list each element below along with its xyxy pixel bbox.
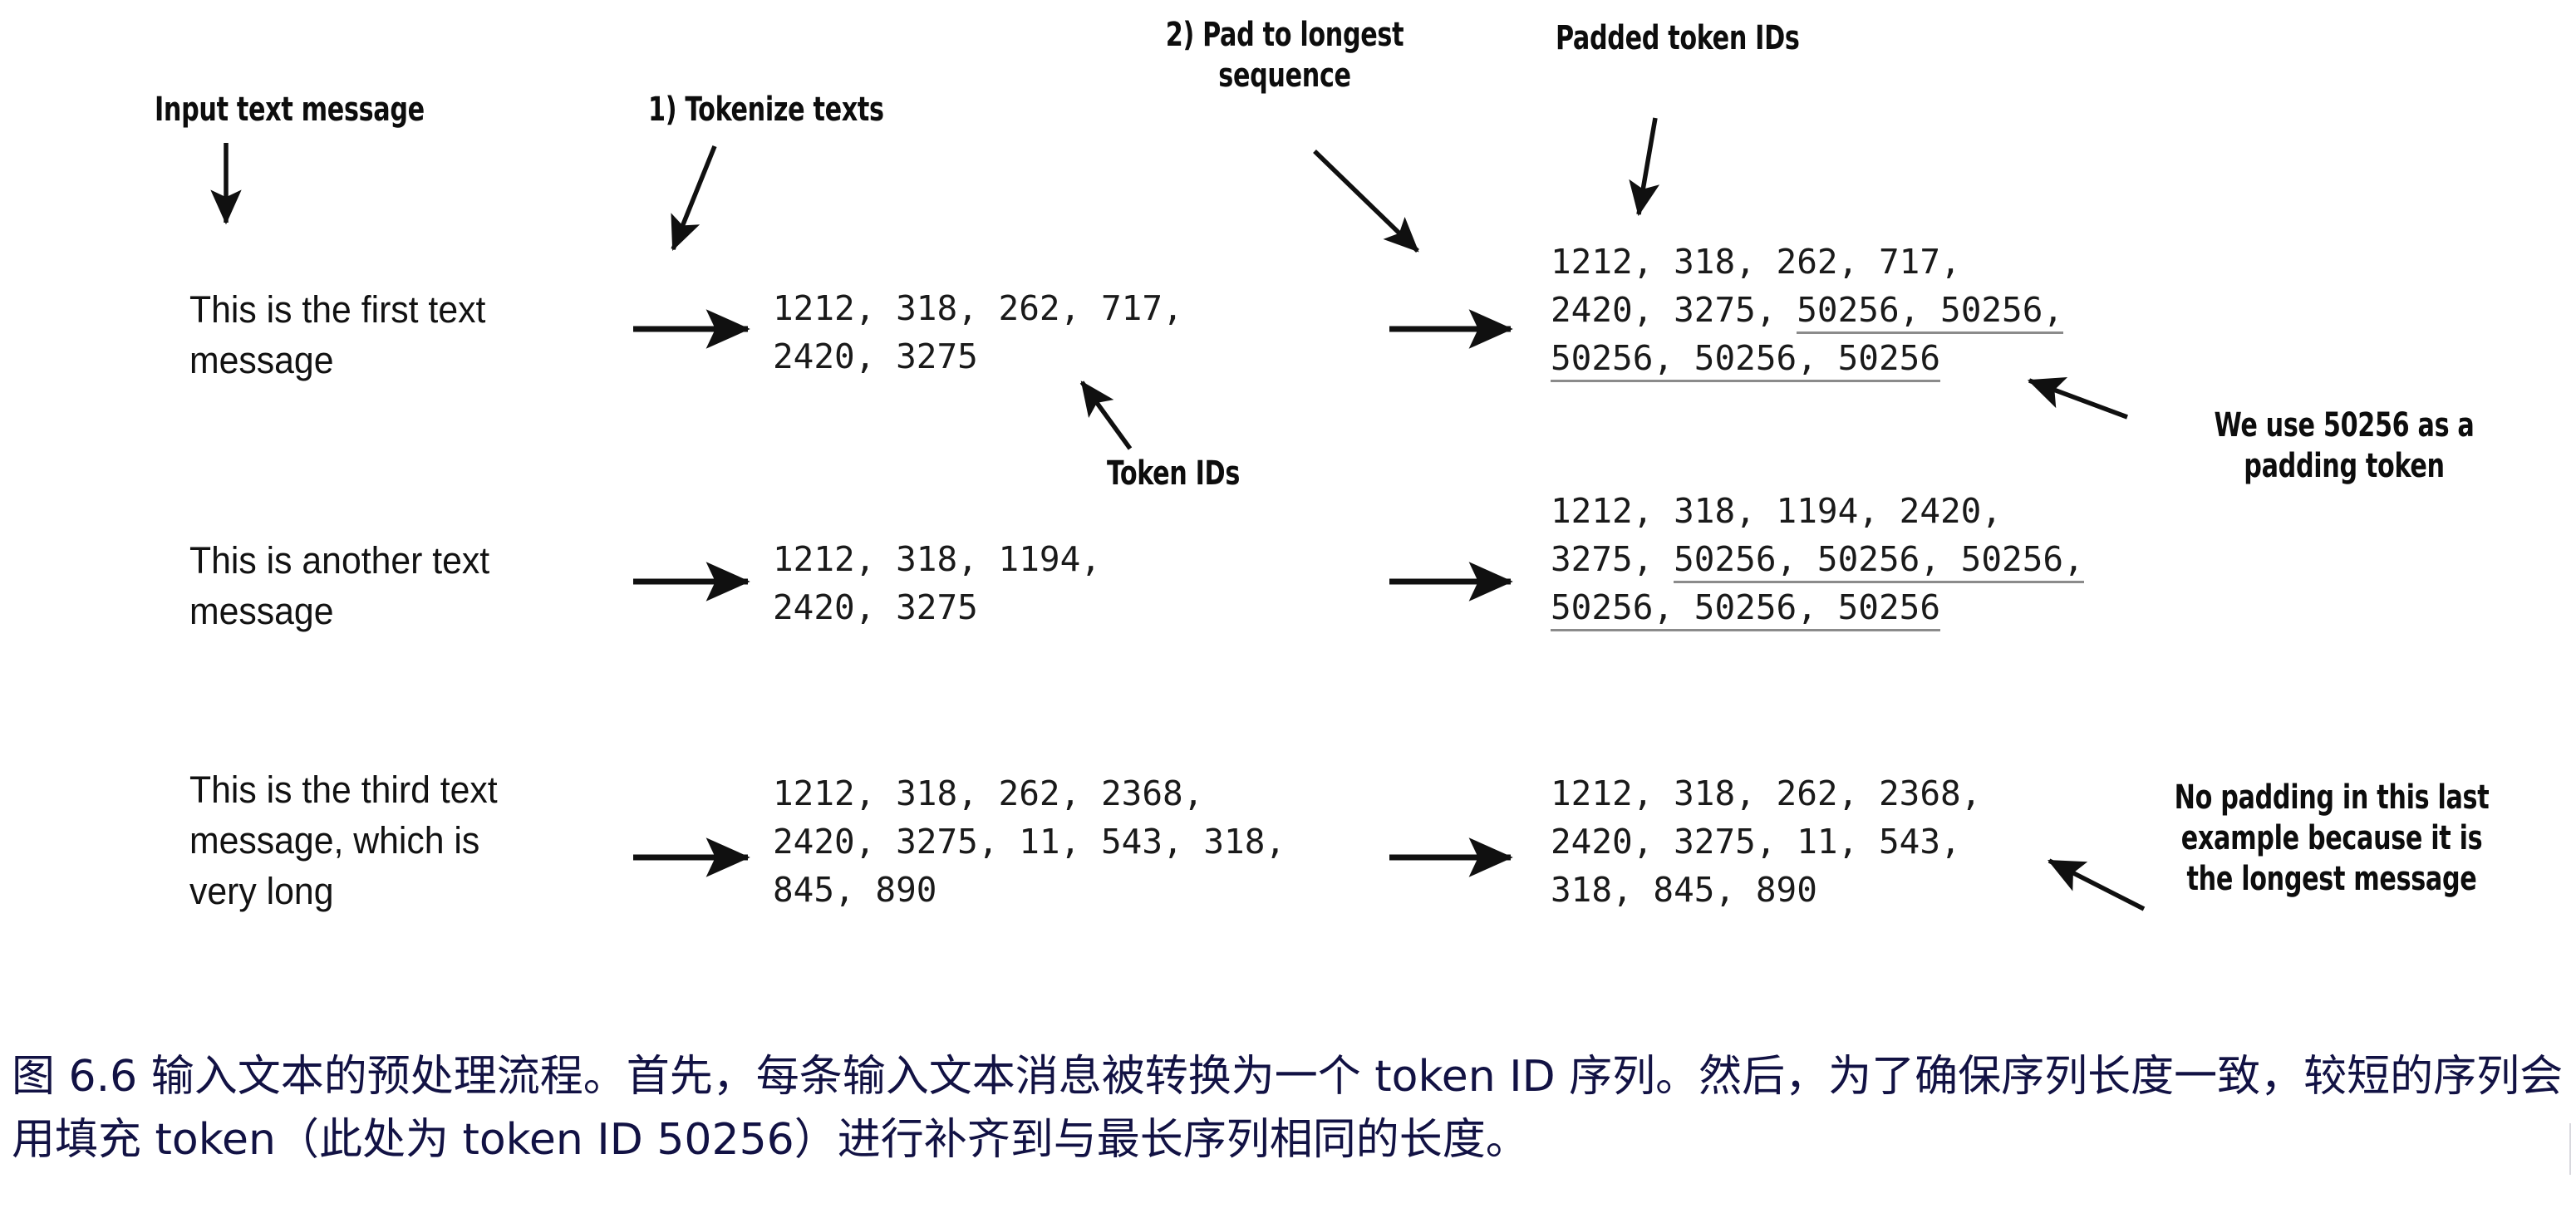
token-span: 3275, — [1551, 539, 1674, 580]
token-id-line: 1212, 318, 1194, 2420, — [1551, 487, 2084, 535]
token-span: 318, 845, 890 — [1551, 870, 1817, 911]
token-id-line: 1212, 318, 1194, — [773, 535, 1101, 583]
token-id-line: 2420, 3275, 50256, 50256, — [1551, 286, 2064, 335]
page-edge-artifact — [2569, 1123, 2571, 1175]
input-message-row3: This is the third text message, which is… — [189, 769, 498, 913]
token-span: 1212, 318, 262, 717, — [1551, 242, 1961, 282]
token-id-line: 2420, 3275, 11, 543, — [1551, 818, 1981, 866]
header-pad-to-longest-sequence: 2) Pad to longest sequence — [1165, 16, 1404, 95]
padded-token-ids-row2: 1212, 318, 1194, 2420,3275, 50256, 50256… — [1551, 487, 2084, 632]
token-id-line: 1212, 318, 262, 717, — [1551, 238, 2063, 286]
header-input-text-message: Input text message — [155, 91, 425, 129]
token-id-line: 1212, 318, 262, 717, — [773, 284, 1183, 332]
token-span: 1212, 318, 1194, 2420, — [1551, 491, 2003, 531]
padding-token-span: 50256, 50256, 50256, — [1674, 539, 2084, 584]
input-message-row1: This is the first text message — [189, 288, 486, 382]
token-id-line: 2420, 3275 — [773, 583, 1101, 631]
padded-token-ids-row1: 1212, 318, 262, 717,2420, 3275, 50256, 5… — [1551, 238, 2064, 383]
token-id-line: 1212, 318, 262, 2368, — [1551, 769, 1981, 818]
token-span: 2420, 3275 — [773, 587, 978, 628]
padded-token-ids-row3: 1212, 318, 262, 2368, 2420, 3275, 11, 543… — [1551, 769, 1981, 915]
token-id-line: 50256, 50256, 50256 — [1551, 334, 2063, 383]
padding-token-span: 50256, 50256, — [1797, 290, 2064, 335]
token-span: 2420, 3275, — [1551, 290, 1797, 331]
header-padded-token-ids: Padded token IDs — [1556, 19, 1800, 57]
padding-token-span: 50256, 50256, 50256 — [1551, 338, 1940, 383]
token-id-line: 318, 845, 890 — [1551, 866, 1981, 914]
token-span: 1212, 318, 262, 2368, — [773, 773, 1204, 813]
token-id-line: 845, 890 — [773, 866, 1286, 914]
token-id-line: 2420, 3275, 11, 543, 318, — [773, 818, 1286, 866]
token-span: 845, 890 — [773, 870, 937, 911]
padding-token-span: 50256, 50256, 50256 — [1551, 587, 1940, 632]
token-span: 1212, 318, 262, 2368, — [1551, 773, 1982, 813]
callout-arrow-token-ids — [1079, 381, 1133, 450]
token-ids-row3: 1212, 318, 262, 2368, 2420, 3275, 11, 543… — [773, 769, 1286, 915]
token-span: 2420, 3275, 11, 543, — [1551, 822, 1961, 862]
callout-arrow-padding-note — [2027, 377, 2128, 420]
token-span: 1212, 318, 262, 717, — [773, 288, 1183, 328]
token-ids-row2: 1212, 318, 1194, 2420, 3275 — [773, 535, 1101, 631]
token-id-line: 1212, 318, 262, 2368, — [773, 769, 1286, 818]
header-token-ids: Token IDs — [1107, 454, 1240, 493]
annotation-padding-note: We use 50256 as a padding token — [2214, 406, 2475, 485]
token-span: 2420, 3275 — [773, 336, 978, 377]
token-id-line: 50256, 50256, 50256 — [1551, 583, 2084, 632]
token-span: 2420, 3275, 11, 543, 318, — [773, 822, 1286, 862]
token-ids-row1: 1212, 318, 262, 717, 2420, 3275 — [773, 284, 1183, 381]
figure-caption: 图 6.6 输入文本的预处理流程。首先，每条输入文本消息被转换为一个 token… — [12, 1052, 2564, 1166]
input-message-row2: This is another text message — [189, 539, 490, 633]
callout-arrow-pad — [1313, 150, 1419, 253]
header-tokenize-texts: 1) Tokenize texts — [648, 91, 884, 129]
callout-arrow-no-padding-note — [2048, 858, 2146, 911]
token-id-line: 2420, 3275 — [773, 332, 1183, 381]
annotation-no-padding-note: No padding in this last example because … — [2174, 778, 2490, 898]
figure-canvas: Input text message 1) Tokenize texts 2) … — [155, 16, 2490, 915]
token-span: 1212, 318, 1194, — [773, 539, 1101, 579]
callout-arrow-tokenize — [671, 145, 717, 252]
token-id-line: 3275, 50256, 50256, 50256, — [1551, 535, 2084, 584]
callout-arrow-padded — [1629, 117, 1660, 217]
